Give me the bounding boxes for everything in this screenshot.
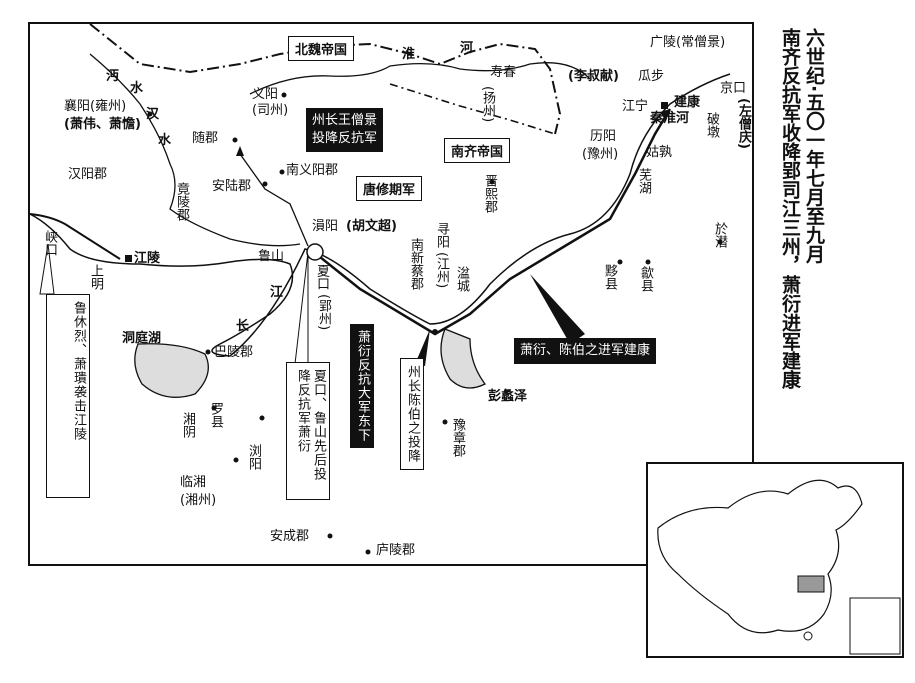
jiangling-capital-marker [125, 255, 132, 262]
place-jinxi: 晋熙郡 [482, 174, 497, 213]
place-xiangyang-people: (萧伟、萧憺) [64, 117, 141, 132]
dongting-lake [134, 343, 209, 398]
yunyang-battle-marker [306, 243, 324, 261]
place-lushan: 鲁山 [258, 249, 285, 264]
huai-river [249, 62, 591, 95]
pointer-chen-bozhi [415, 329, 430, 366]
label-chang-2: 江 [270, 285, 284, 300]
place-liyang-zhou: (豫州) [582, 147, 619, 162]
place-guangling: 广陵(常僧景) [650, 35, 726, 50]
main-map: 北魏帝国 南齐帝国 淮 河 沔 水 汉 水 长 江 襄阳(雍州) (萧伟、萧憺)… [28, 22, 754, 566]
place-yixian: 黟县 [602, 264, 617, 290]
place-shexian: 歙县 [638, 266, 653, 292]
callout-wang-sengjing: 州长王僧景 投降反抗军 [306, 108, 384, 152]
jiankang-capital-marker [661, 102, 668, 109]
place-baling: 巴陵郡 [214, 345, 254, 360]
place-jingkou: 京口 [720, 81, 747, 96]
xiao-yan-route [309, 108, 672, 336]
place-liuyang: 浏阳 [246, 444, 261, 470]
place-yunyang: 溳阳 [312, 219, 339, 234]
place-xiangyin: 湘阴 [180, 412, 195, 438]
place-nanyiyang: 南义阳郡 [286, 163, 339, 178]
place-xiakou: 夏口 [314, 264, 329, 290]
callout-chen-bozhi: 州长陈伯之投降 [400, 358, 424, 470]
place-pogang: 破墩 [704, 112, 719, 138]
callout-tang-xiuqi: 唐修期军 [356, 176, 423, 201]
label-huai-1: 淮 [402, 47, 416, 62]
title-line-1: 六世纪·五〇一年七月至九月 [803, 28, 825, 264]
place-xunyang: 寻阳 [434, 222, 449, 248]
place-shangming: 上明 [88, 264, 103, 290]
place-ancheng: 安成郡 [270, 529, 310, 544]
pointer-xiao-yan-chen [530, 274, 585, 344]
place-qinhuai: 秦淮河 [650, 111, 690, 126]
place-linxiang: 临湘 [180, 475, 207, 490]
place-pencheng: 湓城 [454, 266, 469, 292]
place-jingkou-person: (左僧庆) [736, 98, 751, 149]
place-shouchun-zhou: (扬州) [480, 86, 495, 123]
callout-wang-line-2: 投降反抗军 [312, 131, 378, 146]
label-chang-1: 长 [236, 319, 250, 334]
han-river [89, 53, 301, 247]
callout-wang-line-1: 州长王僧景 [312, 113, 378, 128]
empire-south-qi: 南齐帝国 [444, 138, 511, 163]
place-guabu: 瓜步 [638, 69, 665, 84]
callout-xiakou-surrender: 夏口、鲁山先后投降反抗军萧衍 [286, 362, 330, 500]
place-nanxincai: 南新蔡郡 [408, 238, 423, 290]
place-gushu: 姑孰 [646, 145, 673, 160]
place-jiangling: 江陵 [134, 251, 161, 266]
route-arrowhead [660, 109, 670, 121]
map-linework [30, 24, 731, 555]
south-qi-frontier [389, 83, 556, 135]
place-hanyang: 汉阳郡 [68, 167, 108, 182]
label-han-1: 汉 [146, 107, 160, 122]
place-jiangning: 江宁 [622, 99, 649, 114]
label-huai-2: 河 [460, 41, 474, 56]
place-xiakou-city: 峡口 [42, 230, 57, 256]
dot-xunyang [432, 329, 438, 335]
callout-lu-xiulie: 鲁休烈、萧璝袭击江陵 [46, 294, 90, 498]
label-han-2: 水 [158, 133, 172, 148]
empire-north-wei: 北魏帝国 [288, 36, 355, 61]
tang-xiuqi-route [239, 153, 309, 247]
title-line-2: 南齐反抗军收降郢司江三州，萧衍进军建康 [779, 28, 801, 389]
place-linxiang-zhou: (湘州) [180, 493, 217, 508]
callout-xiao-yan-chen: 萧衍、陈伯之进军建康 [514, 338, 657, 364]
place-wuhu: 芜湖 [636, 168, 651, 194]
place-xiangyang: 襄阳(雍州) [64, 99, 127, 114]
place-pengli: 彭蠡泽 [488, 389, 528, 404]
place-xunyang-zhou: (江州) [434, 252, 449, 289]
yangtze-river [30, 73, 731, 357]
place-shouchun: 寿春 [490, 65, 517, 80]
place-dongting: 洞庭湖 [122, 331, 162, 346]
place-jiankang: 建康 [674, 95, 701, 110]
place-suijun: 随郡 [192, 131, 219, 146]
label-mian-1: 沔 [106, 69, 120, 84]
place-li-shuxian: (李叔献) [568, 69, 619, 84]
pointer-xiakou [294, 251, 309, 367]
pengli-lake [440, 328, 486, 389]
place-luling: 庐陵郡 [376, 543, 416, 558]
callout-xiao-yan-army: 萧衍反抗大军东下 [350, 324, 374, 448]
china-locator-inset [646, 462, 904, 658]
place-yuqian: 於潜 [712, 222, 727, 248]
place-xiakou-zhou: (郢州) [316, 294, 331, 331]
place-luoxian: 罗县 [208, 402, 223, 428]
place-anlu: 安陆郡 [212, 179, 252, 194]
china-outline [657, 479, 901, 655]
place-liyang: 历阳 [590, 129, 617, 144]
lu-xiulie-route [30, 213, 121, 260]
map-title: 六世纪·五〇一年七月至九月 南齐反抗军收降郢司江三州，萧衍进军建康 [768, 28, 826, 448]
place-yuzhang: 豫章郡 [450, 418, 465, 457]
place-yiyang: 义阳 [252, 87, 279, 102]
place-yiyang-zhou: (司州) [252, 103, 289, 118]
inset-highlight-region [797, 575, 825, 593]
place-yunyang-person: (胡文超) [346, 219, 397, 234]
place-jingling: 竟陵郡 [174, 182, 189, 221]
label-mian-2: 水 [130, 81, 144, 96]
